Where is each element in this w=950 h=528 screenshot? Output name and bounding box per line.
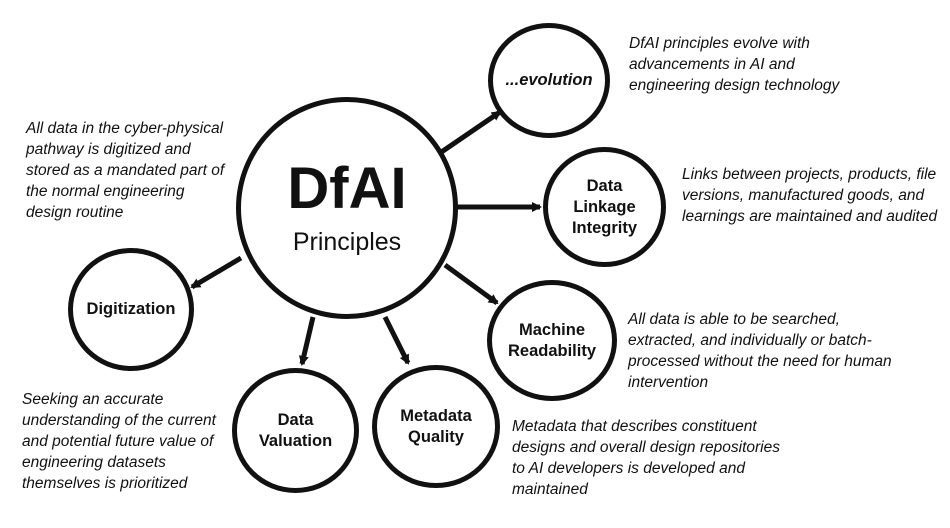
desc-evolution: DfAI principles evolve with advancements… — [629, 35, 840, 94]
node-metadata-quality-label: Metadata Quality — [400, 406, 472, 446]
desc-digitization: All data in the cyber-physical pathway i… — [26, 120, 225, 221]
node-data-linkage-integrity: Data Linkage Integrity — [543, 147, 666, 267]
node-machine-readability: Machine Readability — [487, 280, 617, 401]
node-data-valuation-label: Data Valuation — [258, 410, 333, 450]
node-evolution-label: ...evolution — [505, 71, 593, 89]
desc-machine-readability: All data is able to be searched, extract… — [628, 311, 892, 391]
node-digitization: Digitization — [68, 248, 194, 371]
arrow-to-data-valuation — [298, 316, 316, 366]
node-data-linkage-integrity-label: Data Linkage Integrity — [571, 176, 638, 237]
center-title: DfAI — [287, 156, 407, 221]
arrow-to-evolution — [438, 109, 502, 156]
center-node: DfAI Principles — [236, 97, 458, 319]
arrow-to-metadata-quality — [382, 315, 411, 365]
node-metadata-quality: Metadata Quality — [372, 365, 500, 488]
node-digitization-label: Digitization — [86, 300, 176, 318]
center-subtitle: Principles — [292, 228, 402, 256]
node-data-valuation: Data Valuation — [232, 368, 359, 493]
desc-data-linkage-integrity: Links between projects, products, file v… — [682, 166, 938, 225]
arrow-to-digitization — [190, 255, 243, 290]
node-machine-readability-label: Machine Readability — [507, 320, 597, 360]
node-evolution: ...evolution — [488, 23, 610, 138]
desc-data-valuation: Seeking an accurate understanding of the… — [22, 391, 216, 492]
arrow-to-machine-readability — [443, 262, 499, 306]
desc-metadata-quality: Metadata that describes constituent desi… — [512, 418, 780, 498]
